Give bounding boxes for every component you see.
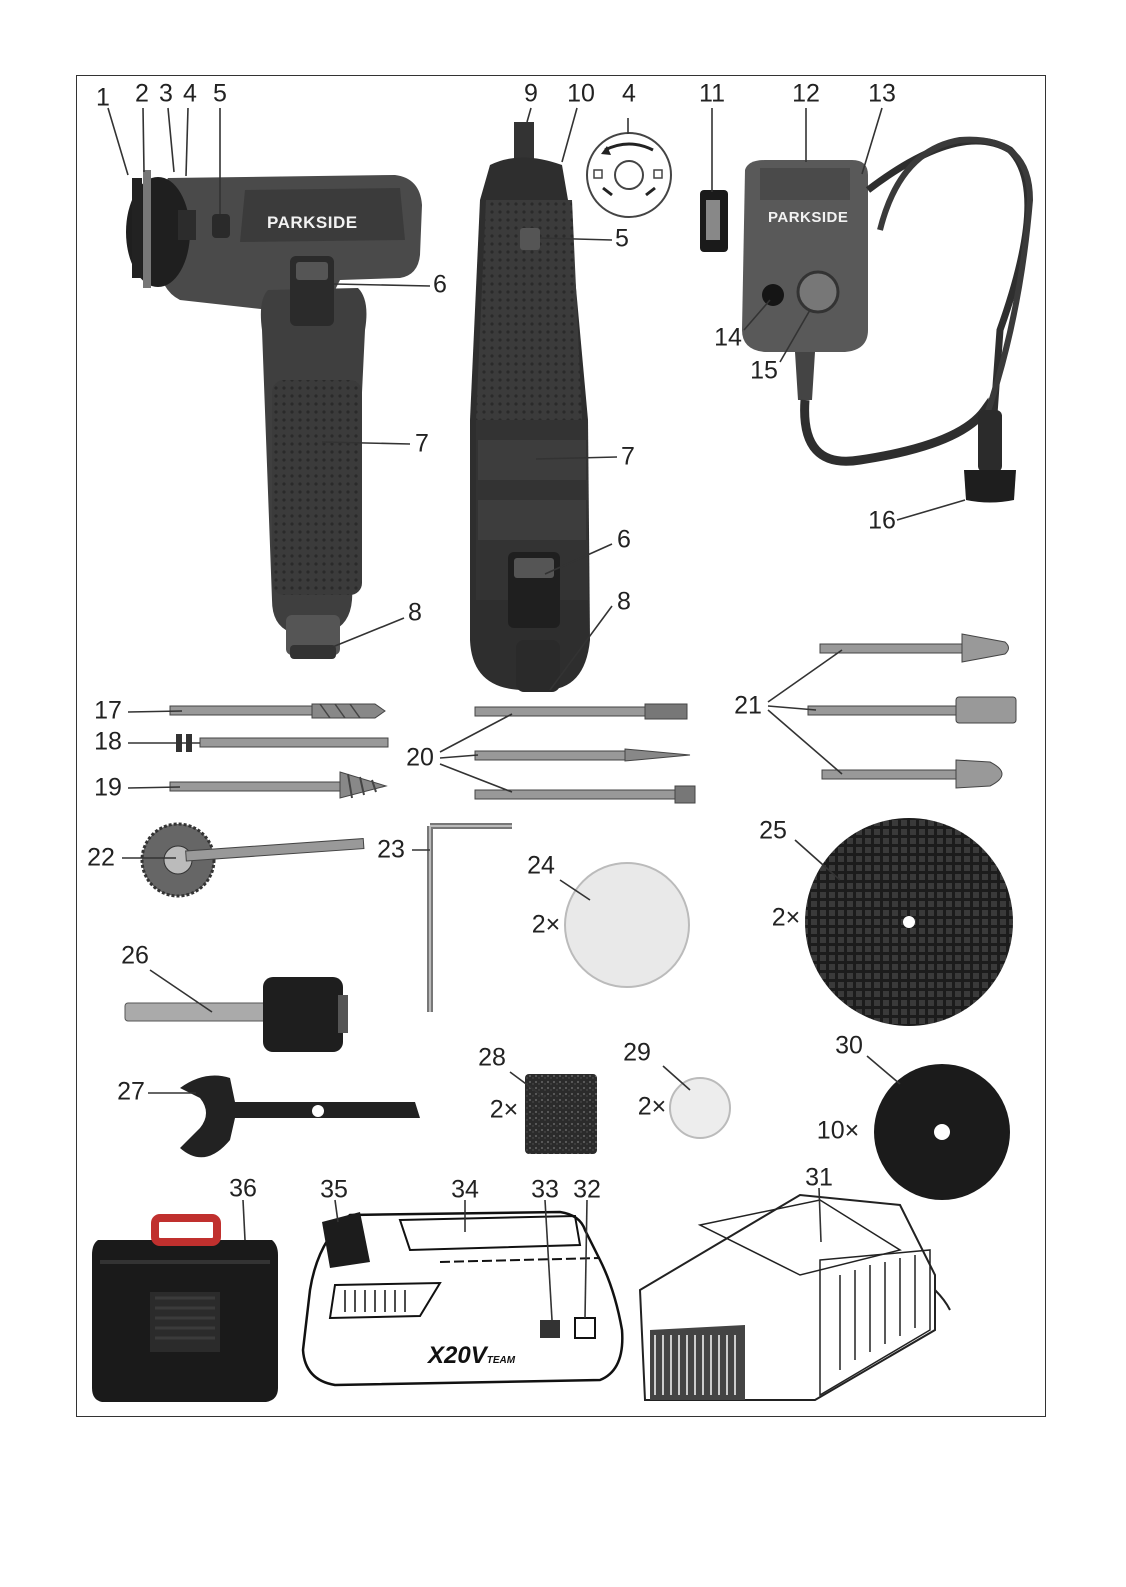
label-6: 6 bbox=[433, 273, 447, 298]
rotary-tool bbox=[470, 122, 671, 692]
label-17: 17 bbox=[94, 699, 122, 724]
label-33: 33 bbox=[531, 1178, 559, 1203]
rotation-direction-icon bbox=[587, 133, 671, 217]
label-5-rotary: 5 bbox=[615, 227, 629, 252]
quantity-28: 2× bbox=[490, 1098, 519, 1123]
label-32: 32 bbox=[573, 1178, 601, 1203]
label-8-rotary: 8 bbox=[617, 590, 631, 615]
label-28: 28 bbox=[478, 1046, 506, 1071]
label-30: 30 bbox=[835, 1034, 863, 1059]
label-29: 29 bbox=[623, 1041, 651, 1066]
accessories-22-30 bbox=[125, 818, 1013, 1200]
label-31: 31 bbox=[805, 1166, 833, 1191]
spindle-lock-button bbox=[212, 214, 230, 238]
label-27: 27 bbox=[117, 1080, 145, 1105]
label-36: 36 bbox=[229, 1177, 257, 1202]
label-15: 15 bbox=[750, 359, 778, 384]
label-14: 14 bbox=[714, 326, 742, 351]
quantity-30: 10× bbox=[817, 1119, 859, 1144]
label-16: 16 bbox=[868, 509, 896, 534]
grinder-brand: PARKSIDE bbox=[267, 213, 358, 232]
label-26: 26 bbox=[121, 944, 149, 969]
bottom-row-31-36: X20VTEAM bbox=[92, 1195, 950, 1402]
label-6-rotary: 6 bbox=[617, 528, 631, 553]
label-5: 5 bbox=[213, 82, 227, 107]
quantity-24: 2× bbox=[532, 913, 561, 938]
label-3: 3 bbox=[159, 82, 173, 107]
label-7: 7 bbox=[415, 432, 429, 457]
label-4: 4 bbox=[183, 82, 197, 107]
label-10: 10 bbox=[567, 82, 595, 107]
label-22: 22 bbox=[87, 846, 115, 871]
label-23: 23 bbox=[377, 838, 405, 863]
label-4-rotary: 4 bbox=[622, 82, 636, 107]
label-35: 35 bbox=[320, 1178, 348, 1203]
label-25: 25 bbox=[759, 819, 787, 844]
label-2: 2 bbox=[135, 82, 149, 107]
label-11: 11 bbox=[699, 82, 725, 107]
speed-knob bbox=[798, 272, 838, 312]
label-7-rotary: 7 bbox=[621, 445, 635, 470]
label-20: 20 bbox=[406, 746, 434, 771]
label-1: 1 bbox=[96, 86, 110, 111]
quantity-25: 2× bbox=[772, 906, 801, 931]
bits-17-21 bbox=[170, 634, 1016, 803]
quantity-29: 2× bbox=[638, 1095, 667, 1120]
label-13: 13 bbox=[868, 82, 896, 107]
label-8: 8 bbox=[408, 601, 422, 626]
label-34: 34 bbox=[451, 1178, 479, 1203]
label-19: 19 bbox=[94, 776, 122, 801]
label-24: 24 bbox=[527, 854, 555, 879]
flex-shaft-motor: PARKSIDE bbox=[700, 140, 1030, 503]
label-18: 18 bbox=[94, 730, 122, 755]
label-21: 21 bbox=[734, 694, 762, 719]
label-12: 12 bbox=[792, 82, 820, 107]
motor-button bbox=[762, 284, 784, 306]
label-9: 9 bbox=[524, 82, 538, 107]
motor-brand: PARKSIDE bbox=[768, 209, 848, 226]
angle-grinder: PARKSIDE bbox=[126, 170, 422, 659]
